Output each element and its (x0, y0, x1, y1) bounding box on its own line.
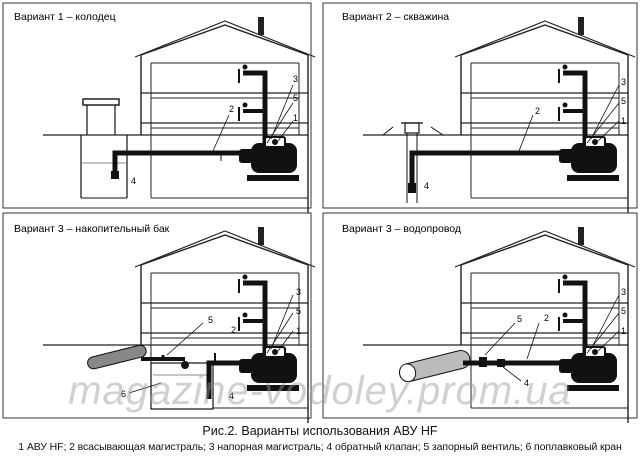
callout-4c: 4 (229, 391, 234, 401)
panel-title-water-main: Вариант 3 – водопровод (342, 223, 461, 235)
callout-5c-left: 5 (208, 315, 213, 325)
panel-tank: 4 6 5 2 3 5 1 (2, 212, 316, 424)
callout-5d: 5 (621, 306, 626, 316)
panel-title-tank: Вариант 3 – накопительный бак (14, 223, 170, 235)
panel-well (2, 2, 316, 214)
callout-1b: 1 (621, 116, 626, 126)
callout-4: 4 (131, 176, 136, 186)
panel-title-well: Вариант 1 – колодец (14, 11, 116, 23)
callout-5d-left: 5 (517, 314, 522, 324)
callout-2: 2 (229, 104, 234, 114)
callout-1d: 1 (621, 326, 626, 336)
callout-1: 1 (293, 113, 298, 123)
panel-title-borehole: Вариант 2 – скважина (342, 11, 449, 23)
caption-legend: 1 АВУ HF; 2 всасывающая магистраль; 3 на… (18, 441, 622, 453)
callout-2c: 2 (231, 325, 236, 335)
callout-3d: 3 (621, 287, 626, 297)
callout-2b: 2 (535, 106, 540, 116)
callout-3c: 3 (296, 287, 301, 297)
callout-3b: 3 (621, 77, 626, 87)
watermark: magazine-vodoley.prom.ua (68, 369, 572, 413)
panel-water-main: 5 2 4 3 5 1 (322, 212, 638, 424)
callout-5c: 5 (296, 306, 301, 316)
callout-5b: 5 (621, 96, 626, 106)
callout-2d: 2 (544, 313, 549, 323)
caption-title: Рис.2. Варианты использования АВУ HF (202, 424, 438, 438)
callout-6: 6 (121, 389, 126, 399)
callout-3: 3 (293, 74, 298, 84)
callout-1c: 1 (296, 326, 301, 336)
panel-borehole: 4 2 3 5 1 (322, 2, 638, 214)
callout-4b: 4 (424, 181, 429, 191)
callout-4d: 4 (524, 378, 529, 388)
callout-5: 5 (293, 93, 298, 103)
